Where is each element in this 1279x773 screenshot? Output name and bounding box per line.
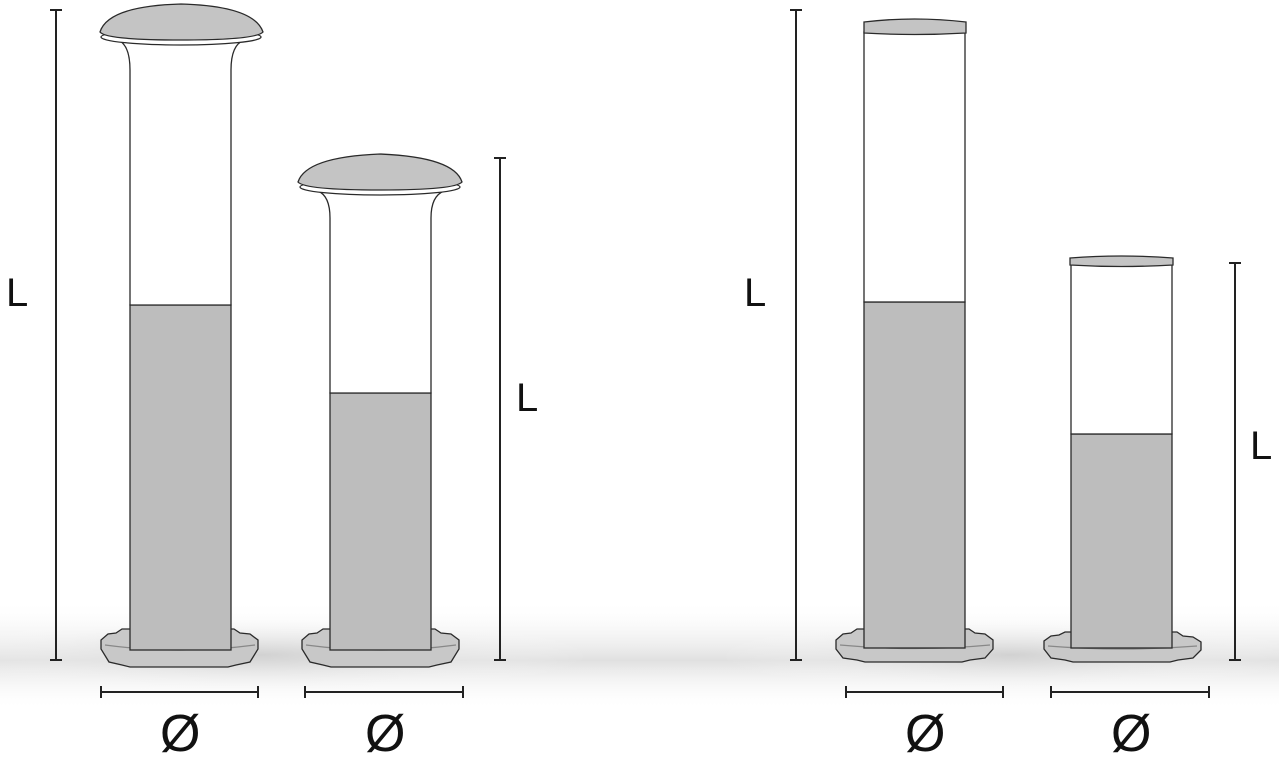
dimension-lines xyxy=(50,9,1241,698)
mushroom-cap xyxy=(99,3,264,41)
flat-cap xyxy=(863,18,967,36)
length-label-3: L xyxy=(744,271,767,315)
pole-upper-diffuser xyxy=(117,39,245,306)
pole-upper-diffuser xyxy=(863,31,966,303)
base-plate-top xyxy=(1047,645,1198,650)
length-label-1: L xyxy=(6,271,29,315)
pole-upper-diffuser xyxy=(317,190,445,394)
length-label-2: L xyxy=(516,376,539,420)
pole-upper-diffuser xyxy=(1070,263,1173,435)
diameter-label-3: Ø xyxy=(905,705,946,763)
diameter-label-4: Ø xyxy=(1111,705,1152,763)
pole-lower xyxy=(1070,433,1173,649)
diameter-label-1: Ø xyxy=(160,705,201,763)
pole-lower xyxy=(329,392,432,651)
bollard-flat-short xyxy=(1043,255,1202,663)
bollard-mushroom-tall xyxy=(99,3,264,668)
diameter-label-2: Ø xyxy=(365,705,406,763)
flat-cap xyxy=(1069,255,1174,268)
bollard-mushroom-short xyxy=(297,153,463,668)
pole-lower xyxy=(129,304,232,651)
bollard-flat-tall xyxy=(835,18,994,663)
length-label-4: L xyxy=(1250,424,1273,468)
pole-lower xyxy=(863,301,966,649)
mushroom-cap xyxy=(297,153,463,191)
